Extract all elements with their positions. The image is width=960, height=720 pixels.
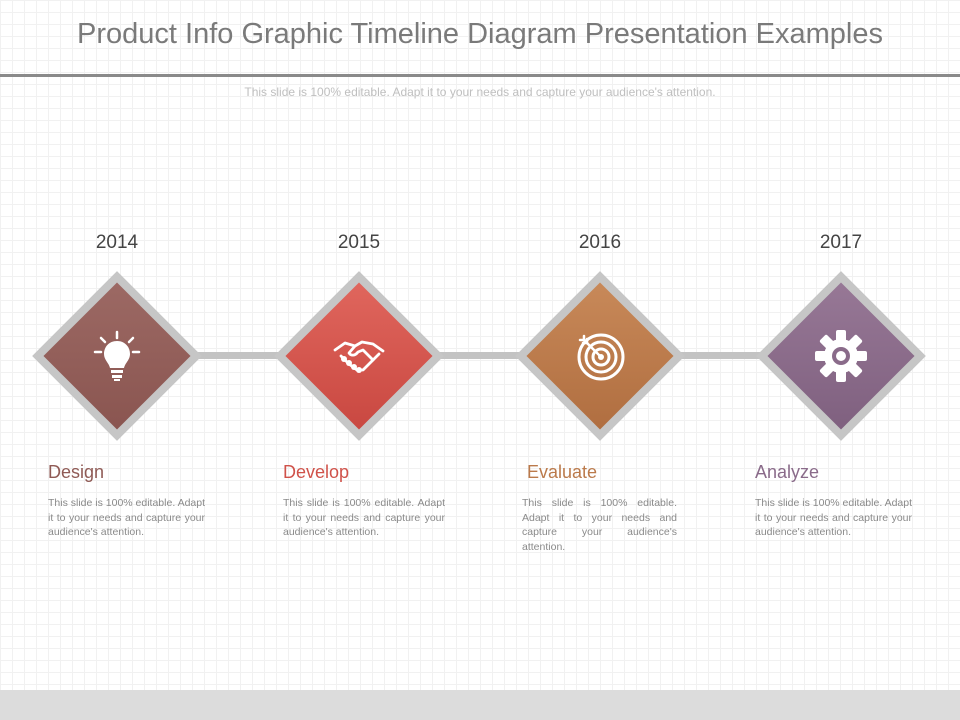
step-label-design: Design xyxy=(48,462,105,482)
step-label-evaluate: Evaluate xyxy=(527,462,598,482)
page-subtitle: This slide is 100% editable. Adapt it to… xyxy=(244,85,716,99)
year-label-2016: 2016 xyxy=(578,232,622,253)
year-label-2015: 2015 xyxy=(337,232,381,253)
step-label-develop: Develop xyxy=(283,462,350,482)
lightbulb-icon xyxy=(87,326,147,386)
step-description-develop: This slide is 100% editable. Adapt it to… xyxy=(283,497,445,538)
step-label-analyze: Analyze xyxy=(755,462,820,482)
timeline-connector xyxy=(118,352,843,359)
step-description-evaluate: This slide is 100% editable. Adapt it to… xyxy=(522,497,677,553)
handshake-icon xyxy=(329,326,389,386)
title-divider xyxy=(0,74,960,77)
step-description-design: This slide is 100% editable. Adapt it to… xyxy=(48,497,206,538)
step-description-analyze: This slide is 100% editable. Adapt it to… xyxy=(755,497,913,538)
year-label-2017: 2017 xyxy=(819,232,863,253)
year-label-2014: 2014 xyxy=(95,232,139,253)
gear-icon xyxy=(811,326,871,386)
page-title: Product Info Graphic Timeline Diagram Pr… xyxy=(77,18,883,50)
target-icon xyxy=(570,326,630,386)
footer-bar xyxy=(0,690,960,720)
